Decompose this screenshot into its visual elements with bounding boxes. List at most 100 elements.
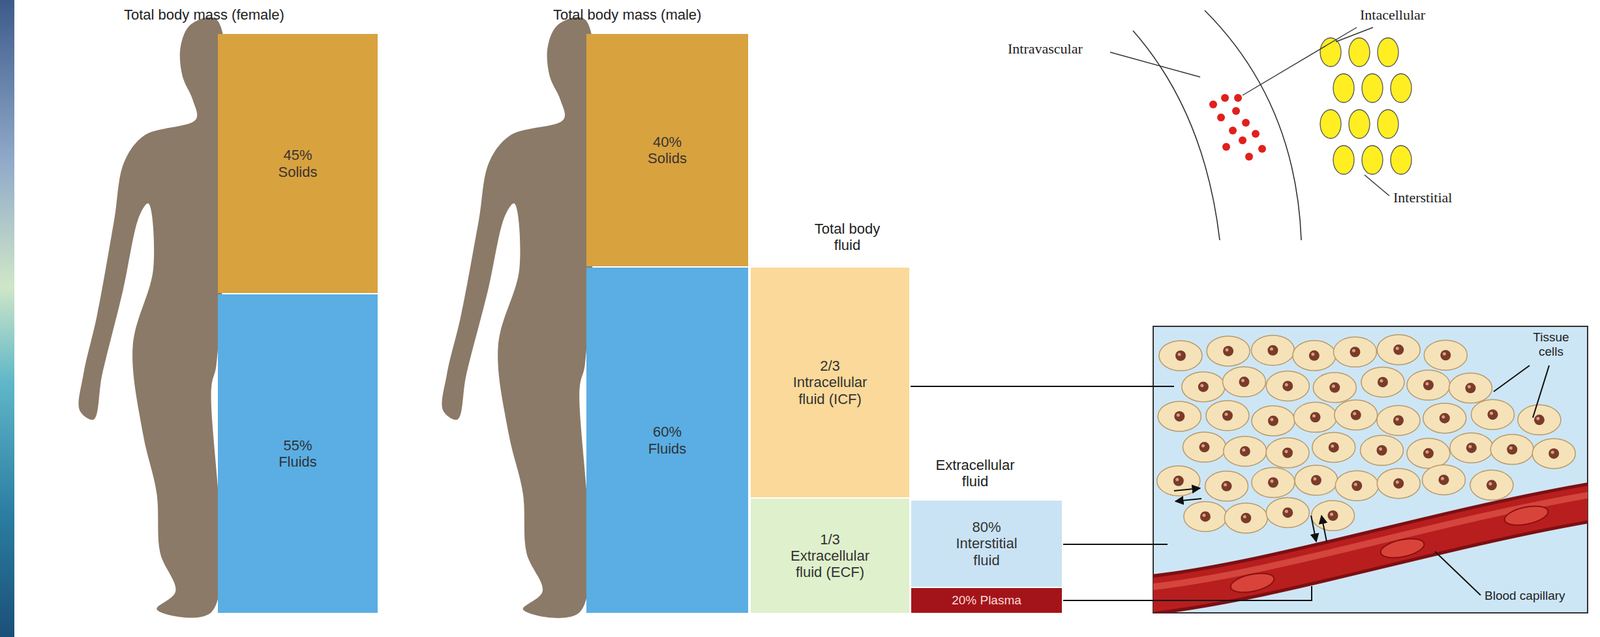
nucleus-highlight: [1313, 476, 1317, 481]
cell-nucleus: [1376, 444, 1388, 456]
tissue-cell: [1335, 470, 1379, 501]
cell-body: [1157, 465, 1201, 496]
tissue-cell: [1181, 371, 1225, 402]
cell-oval: [1320, 109, 1342, 139]
cell-body: [1471, 399, 1515, 430]
cell-body: [1470, 469, 1514, 500]
cell-nucleus: [1377, 376, 1389, 387]
side-strip: [0, 0, 15, 637]
tissue-cell: [1360, 435, 1404, 466]
cell-nucleus: [1311, 474, 1322, 486]
tissue-cell: [1333, 336, 1377, 367]
cell-oval: [1390, 73, 1412, 103]
tissue-cell: [1266, 370, 1310, 401]
red-cells: [1228, 502, 1550, 596]
nucleus-highlight: [1488, 482, 1492, 486]
tissue-cell: [1182, 431, 1226, 462]
sketch-leaders: [1110, 27, 1390, 196]
cell-nucleus: [1175, 350, 1186, 361]
cell-nucleus: [1393, 344, 1404, 355]
nucleus-highlight: [1442, 352, 1447, 356]
tissue-cell: [1490, 434, 1534, 465]
cell-nucleus: [1328, 441, 1340, 453]
cell-body: [1360, 435, 1404, 466]
cell-body: [1517, 404, 1561, 435]
tissue-cell: [1157, 401, 1201, 432]
nucleus-highlight: [1352, 411, 1357, 415]
cell-body: [1183, 500, 1227, 531]
blood-dot: [1217, 113, 1225, 122]
tissue-cell: [1423, 339, 1467, 370]
tissue-cell: [1157, 465, 1201, 496]
cell-body: [1206, 335, 1250, 366]
cell-body: [1159, 340, 1203, 371]
tissue-cell: [1376, 334, 1420, 365]
cell-nucleus: [1423, 448, 1434, 459]
cell-nucleus: [1222, 345, 1234, 357]
leader-line: [1063, 543, 1168, 545]
nucleus-highlight: [1331, 384, 1336, 388]
cell-body: [1251, 335, 1295, 366]
cell-body: [1266, 437, 1310, 468]
cell-body: [1423, 339, 1467, 370]
nucleus-highlight: [1489, 411, 1494, 415]
bar-label: 80% Interstitial fluid: [945, 518, 1028, 569]
leader-line: [1364, 174, 1390, 196]
cell-body: [1532, 438, 1576, 469]
nucleus-highlight: [1223, 482, 1227, 486]
red-blood-cell: [1502, 502, 1550, 529]
figure-label: Tissue cells: [1524, 330, 1578, 359]
tissue-cell: [1334, 399, 1378, 430]
capillary: [1153, 500, 1588, 595]
nucleus-highlight: [1269, 417, 1274, 421]
tissue-cell: [1206, 400, 1250, 431]
bar-label: 20% Plasma: [951, 592, 1022, 608]
exchange-arrow: [1174, 487, 1201, 491]
nucleus-highlight: [1225, 347, 1229, 351]
cell-oval: [1377, 37, 1399, 67]
cell-body: [1361, 366, 1405, 397]
leader-line: [1110, 52, 1201, 77]
cell-oval: [1361, 145, 1383, 175]
cell-body: [1406, 438, 1450, 469]
capillary-highlight: [1153, 493, 1588, 588]
body-silhouette: [78, 16, 229, 618]
leader-line: [1434, 551, 1481, 595]
blood-dot: [1222, 142, 1231, 151]
cell-nucleus: [1466, 442, 1477, 453]
nucleus-highlight: [1311, 352, 1315, 356]
cell-body: [1312, 431, 1356, 462]
fluid-bar: 20% Plasma: [911, 587, 1062, 613]
cell-nucleus: [1393, 414, 1404, 426]
blood-dot: [1209, 100, 1218, 109]
leader-line: [910, 385, 1175, 387]
figure-label: Blood capillary: [1484, 588, 1566, 603]
nucleus-highlight: [1241, 378, 1245, 383]
cell-nucleus: [1350, 409, 1362, 421]
fluid-bar: 2/3 Intracellular fluid (ICF): [750, 267, 910, 498]
cell-body: [1423, 403, 1467, 434]
nucleus-highlight: [1379, 378, 1383, 383]
body-silhouette: [441, 16, 597, 618]
bar-label: 1/3 Extracellular fluid (ECF): [781, 530, 880, 581]
cell-nucleus: [1240, 512, 1252, 524]
leader-line: [1532, 365, 1550, 418]
cell-nucleus: [1267, 476, 1279, 488]
figure-label: Total body mass (female): [123, 6, 285, 23]
tissue-cell: [1517, 404, 1561, 435]
cell-nucleus: [1393, 478, 1404, 489]
cell-body: [1376, 334, 1420, 365]
cell-body: [1293, 401, 1337, 432]
nucleus-highlight: [1467, 384, 1471, 389]
cell-nucleus: [1174, 410, 1185, 422]
nucleus-highlight: [1284, 509, 1289, 513]
tissue-cell: [1312, 431, 1356, 462]
cell-body: [1335, 470, 1379, 501]
nucleus-highlight: [1330, 444, 1334, 448]
nucleus-highlight: [1269, 347, 1274, 351]
tissue-cell: [1449, 432, 1494, 463]
red-blood-cell: [1228, 569, 1276, 596]
silhouettes: [78, 16, 597, 618]
nucleus-highlight: [1284, 382, 1289, 387]
cell-body: [1181, 371, 1225, 402]
